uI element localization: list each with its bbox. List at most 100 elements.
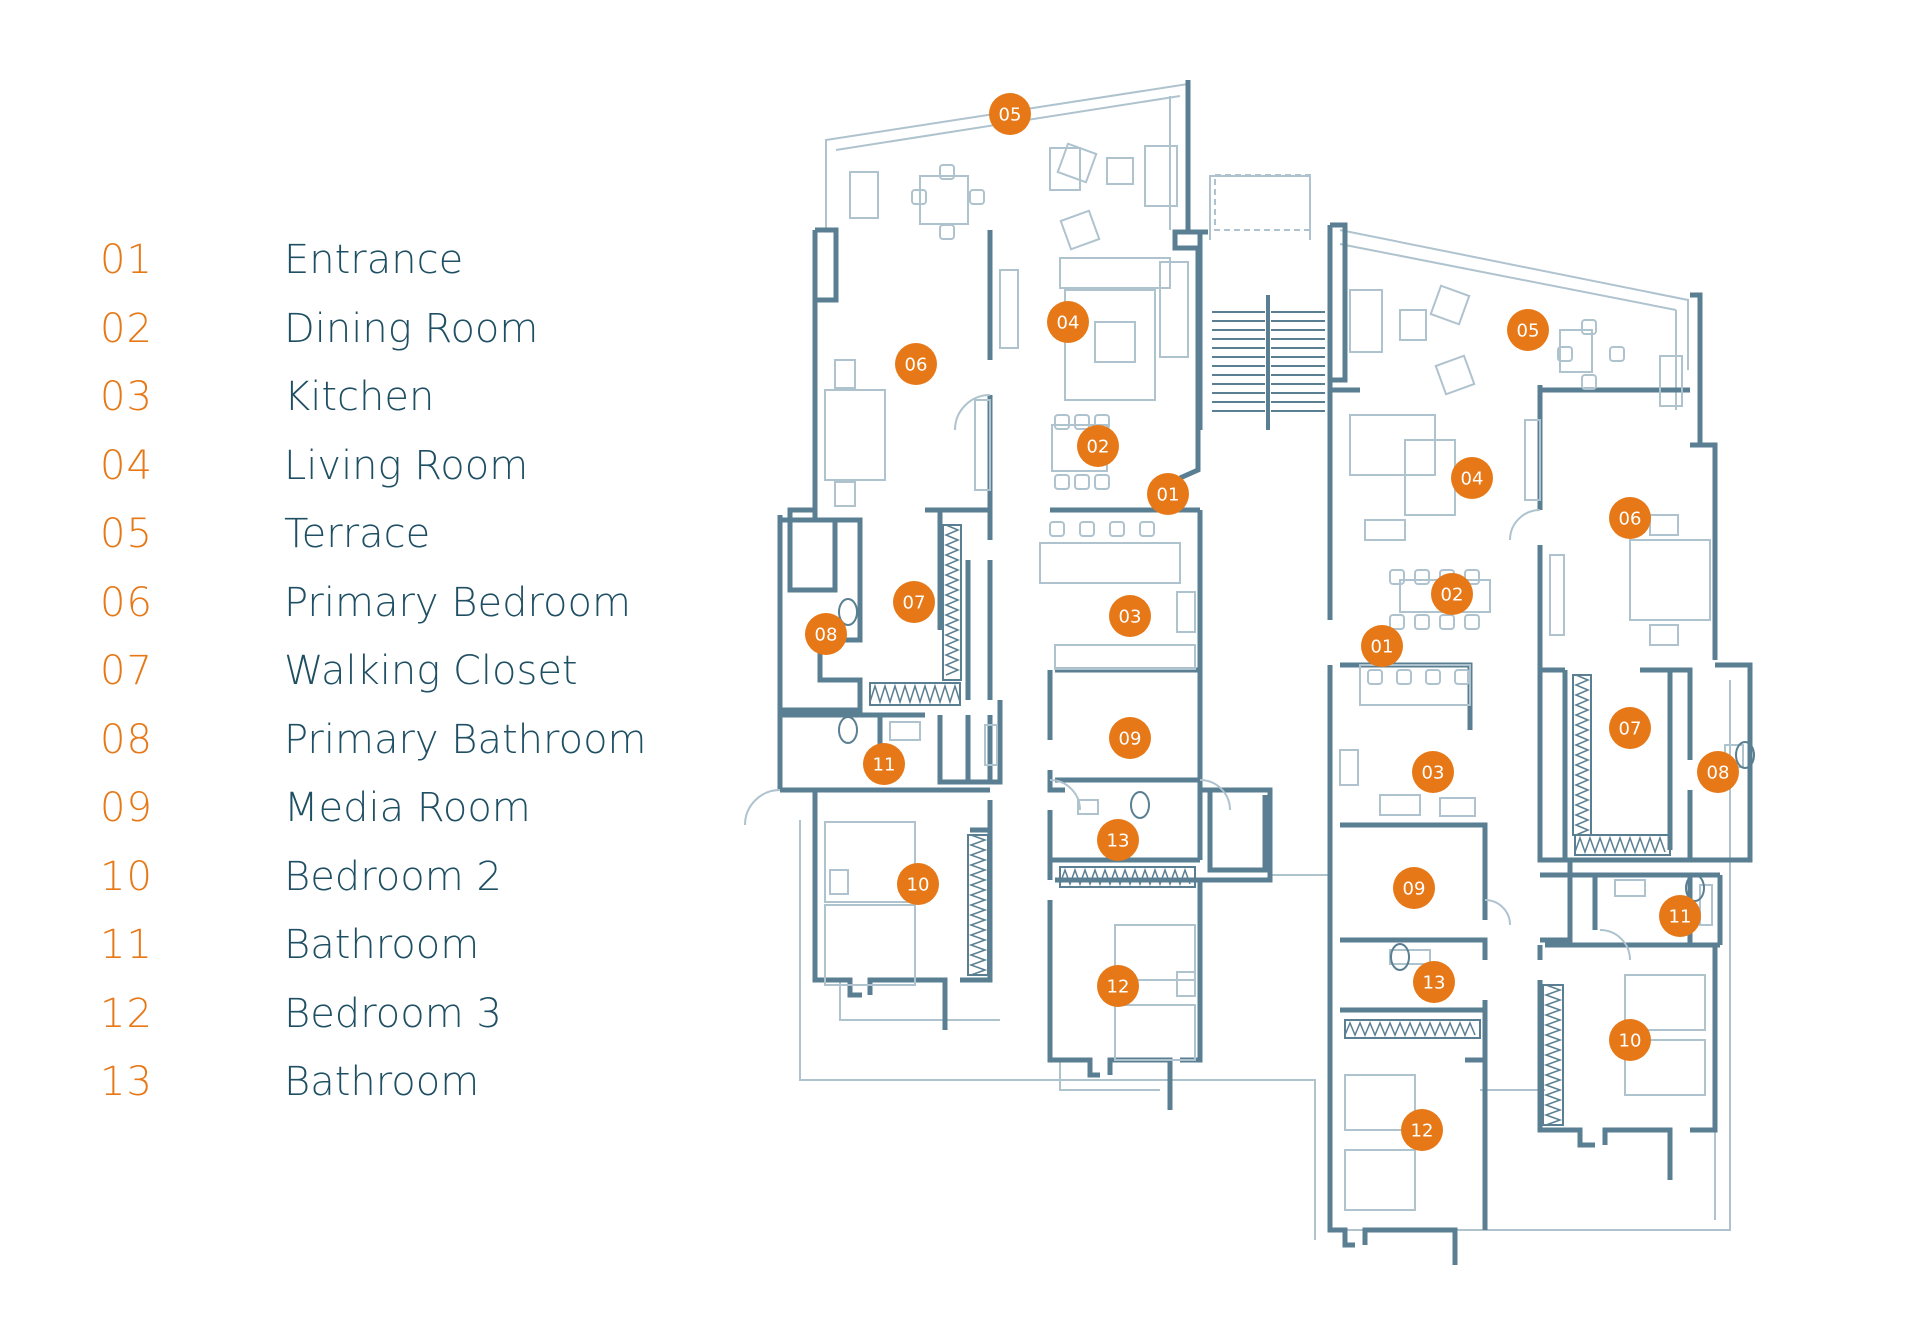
furniture-piece [1059, 257, 1171, 289]
furniture-piece [1439, 797, 1476, 817]
wardrobe [1574, 834, 1671, 856]
wardrobe-hatch [1574, 835, 1666, 855]
legend-label: Bedroom 2 [284, 853, 502, 900]
armchair [1429, 284, 1471, 326]
door-swing [744, 789, 781, 826]
room-marker-number: 12 [1411, 1121, 1434, 1142]
wardrobe-hatch [1059, 867, 1191, 887]
room-marker: 02 [1077, 425, 1119, 467]
toilet [1390, 943, 1410, 971]
room-marker: 13 [1413, 961, 1455, 1003]
door-swing [954, 394, 991, 431]
room-marker-circle [895, 343, 937, 385]
stair-landing [1214, 174, 1311, 231]
furniture-piece [1106, 157, 1134, 185]
room-marker: 01 [1147, 473, 1189, 515]
chair [1079, 521, 1095, 537]
room-marker: 05 [989, 93, 1031, 135]
room-marker-circle [1609, 1019, 1651, 1061]
room-marker-number: 10 [907, 875, 930, 896]
furniture-piece [849, 171, 879, 219]
room-marker-number: 06 [905, 355, 928, 376]
chair [1425, 669, 1441, 685]
legend-number: 03 [100, 374, 153, 420]
room-marker-number: 08 [1707, 763, 1730, 784]
room-marker-number: 13 [1107, 831, 1130, 852]
room-marker: 02 [1431, 573, 1473, 615]
toilet [1735, 741, 1755, 769]
room-marker: 11 [1659, 895, 1701, 937]
toilet [1685, 874, 1705, 902]
legend-item: 06 Primary Bedroom [0, 573, 700, 633]
room-marker-circle [1451, 457, 1493, 499]
furniture-piece [1094, 321, 1136, 363]
legend-label: Walking Closet [284, 648, 578, 694]
door-swing [1484, 899, 1511, 926]
furniture-piece [1659, 355, 1683, 407]
chair [1609, 346, 1625, 362]
room-marker-number: 11 [1669, 907, 1692, 928]
room-marker-number: 05 [1517, 321, 1540, 342]
legend-number: 11 [100, 922, 153, 968]
room-marker-circle [1697, 751, 1739, 793]
stairwell [1212, 174, 1325, 412]
chair [969, 189, 985, 205]
wardrobe-hatch [1543, 984, 1563, 1126]
room-marker: 09 [1109, 717, 1151, 759]
room-marker-number: 01 [1371, 637, 1394, 658]
furniture-piece [1344, 1074, 1416, 1131]
furniture-piece [824, 904, 916, 986]
wardrobe [942, 524, 962, 681]
chair [939, 164, 955, 180]
furniture-piece [1364, 519, 1406, 541]
terrace-outline [799, 83, 1731, 1240]
chair [1414, 569, 1430, 585]
furniture-piece [834, 359, 856, 389]
armchair [1056, 142, 1098, 184]
furniture-piece [834, 481, 856, 507]
armchair [1059, 209, 1101, 251]
room-marker: 06 [1609, 497, 1651, 539]
legend-label: Primary Bathroom [284, 716, 647, 763]
wardrobe [1542, 984, 1564, 1126]
room-marker-number: 03 [1119, 607, 1142, 628]
room-marker-circle [1659, 895, 1701, 937]
legend-label: Bedroom 3 [284, 990, 502, 1037]
furniture-piece [1054, 644, 1196, 670]
room-marker: 08 [1697, 751, 1739, 793]
room-marker: 12 [1401, 1109, 1443, 1151]
legend-label: Primary Bedroom [284, 579, 631, 626]
room-marker-circle [1413, 961, 1455, 1003]
furniture [744, 142, 1755, 1211]
room-marker-number: 01 [1157, 485, 1180, 506]
door-swing [1509, 509, 1541, 541]
room-marker-circle [1109, 717, 1151, 759]
room-marker: 13 [1097, 819, 1139, 861]
legend-label: Bathroom [284, 922, 480, 968]
chair [1367, 669, 1383, 685]
legend-label: Entrance [284, 237, 464, 283]
furniture-piece [1349, 414, 1436, 476]
legend-number: 12 [100, 990, 153, 1037]
toilet [838, 598, 858, 626]
room-marker-circle [1609, 707, 1651, 749]
room-marker-circle [1361, 625, 1403, 667]
room-marker: 09 [1393, 867, 1435, 909]
room-marker-circle [1507, 309, 1549, 351]
room-marker-number: 07 [1619, 719, 1642, 740]
room-marker-number: 09 [1403, 879, 1426, 900]
room-marker-circle [897, 863, 939, 905]
room-marker-circle [1401, 1109, 1443, 1151]
furniture-piece [1349, 289, 1383, 353]
wardrobe [1344, 1019, 1481, 1039]
furniture-piece [1559, 329, 1593, 373]
legend-label: Terrace [284, 511, 431, 557]
room-marker-number: 02 [1087, 437, 1110, 458]
legend-number: 06 [100, 579, 153, 626]
legend-item: 12 Bedroom 3 [0, 984, 700, 1044]
room-marker: 12 [1097, 965, 1139, 1007]
